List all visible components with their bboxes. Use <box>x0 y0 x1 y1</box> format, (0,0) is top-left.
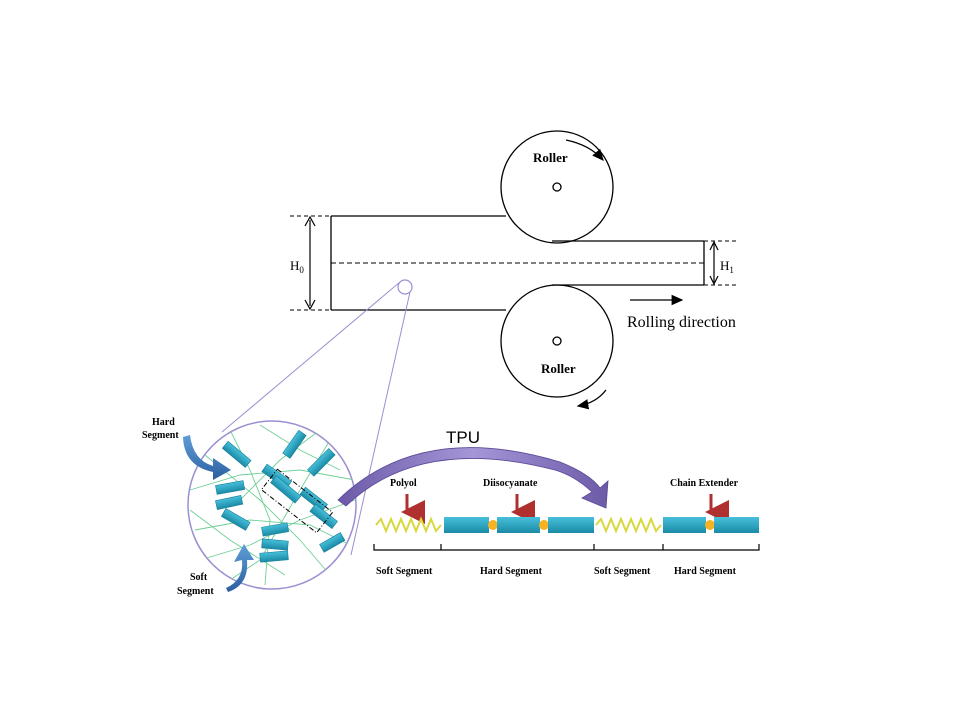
top-roller-label: Roller <box>533 150 568 165</box>
bottom-roller: Roller <box>500 284 614 410</box>
soft-segment-callout: Soft Segment <box>177 544 254 597</box>
zoom-selection-box <box>260 468 334 534</box>
soft-segment-coil-1 <box>375 516 442 534</box>
h1-dimension: H1 <box>704 240 738 286</box>
bottom-roller-rotation-arrow <box>576 389 607 410</box>
bracket-label-soft-1: Soft Segment <box>376 566 433 577</box>
bracket-label-hard-2: Hard Segment <box>674 566 737 577</box>
soft-segment-label-2: Segment <box>177 586 214 597</box>
junction-3 <box>705 520 715 530</box>
magnifier-spot <box>397 279 413 295</box>
tpu-title: TPU <box>446 428 480 447</box>
soft-segment-coil-2 <box>595 516 662 534</box>
h0-label: H0 <box>290 258 304 275</box>
hard-block-4 <box>663 517 706 533</box>
microstructure <box>187 420 357 590</box>
h1-label: H1 <box>720 258 734 275</box>
hard-block-1 <box>444 517 489 533</box>
hard-block-2 <box>497 517 540 533</box>
chain-extender-label: Chain Extender <box>670 478 739 489</box>
segment-brackets <box>373 544 760 551</box>
h0-dimension: H0 <box>290 215 331 311</box>
hard-segment-callout: Hard Segment <box>142 417 231 480</box>
soft-segment-arrow <box>226 544 254 592</box>
hard-segments <box>215 429 346 563</box>
rolling-process: Roller Roller H0 <box>290 130 738 410</box>
hard-block-3 <box>548 517 594 533</box>
rolling-direction-label: Rolling direction <box>627 314 736 331</box>
diisocyanate-label: Diisocyanate <box>483 478 538 489</box>
zoom-curved-arrow <box>337 447 609 509</box>
top-roller-rotation-arrow <box>565 139 604 161</box>
soft-segment-label-1: Soft <box>190 572 208 583</box>
polyol-label: Polyol <box>390 478 417 489</box>
sheet <box>330 215 705 311</box>
bracket-label-soft-2: Soft Segment <box>594 566 651 577</box>
rolling-direction: Rolling direction <box>627 294 736 331</box>
hard-segment-arrow <box>183 435 231 480</box>
bottom-roller-label: Roller <box>541 361 576 376</box>
bracket-label-hard-1: Hard Segment <box>480 566 543 577</box>
hard-segment-label-1: Hard <box>152 417 175 428</box>
top-roller: Roller <box>500 130 614 244</box>
hard-block-5 <box>714 517 759 533</box>
hard-segment-label-2: Segment <box>142 430 179 441</box>
magnifier-lines <box>221 281 411 556</box>
junction-1 <box>488 520 498 530</box>
junction-2 <box>539 520 549 530</box>
tpu-chain: Polyol Diisocyanate Chain Extender Soft … <box>373 478 760 577</box>
